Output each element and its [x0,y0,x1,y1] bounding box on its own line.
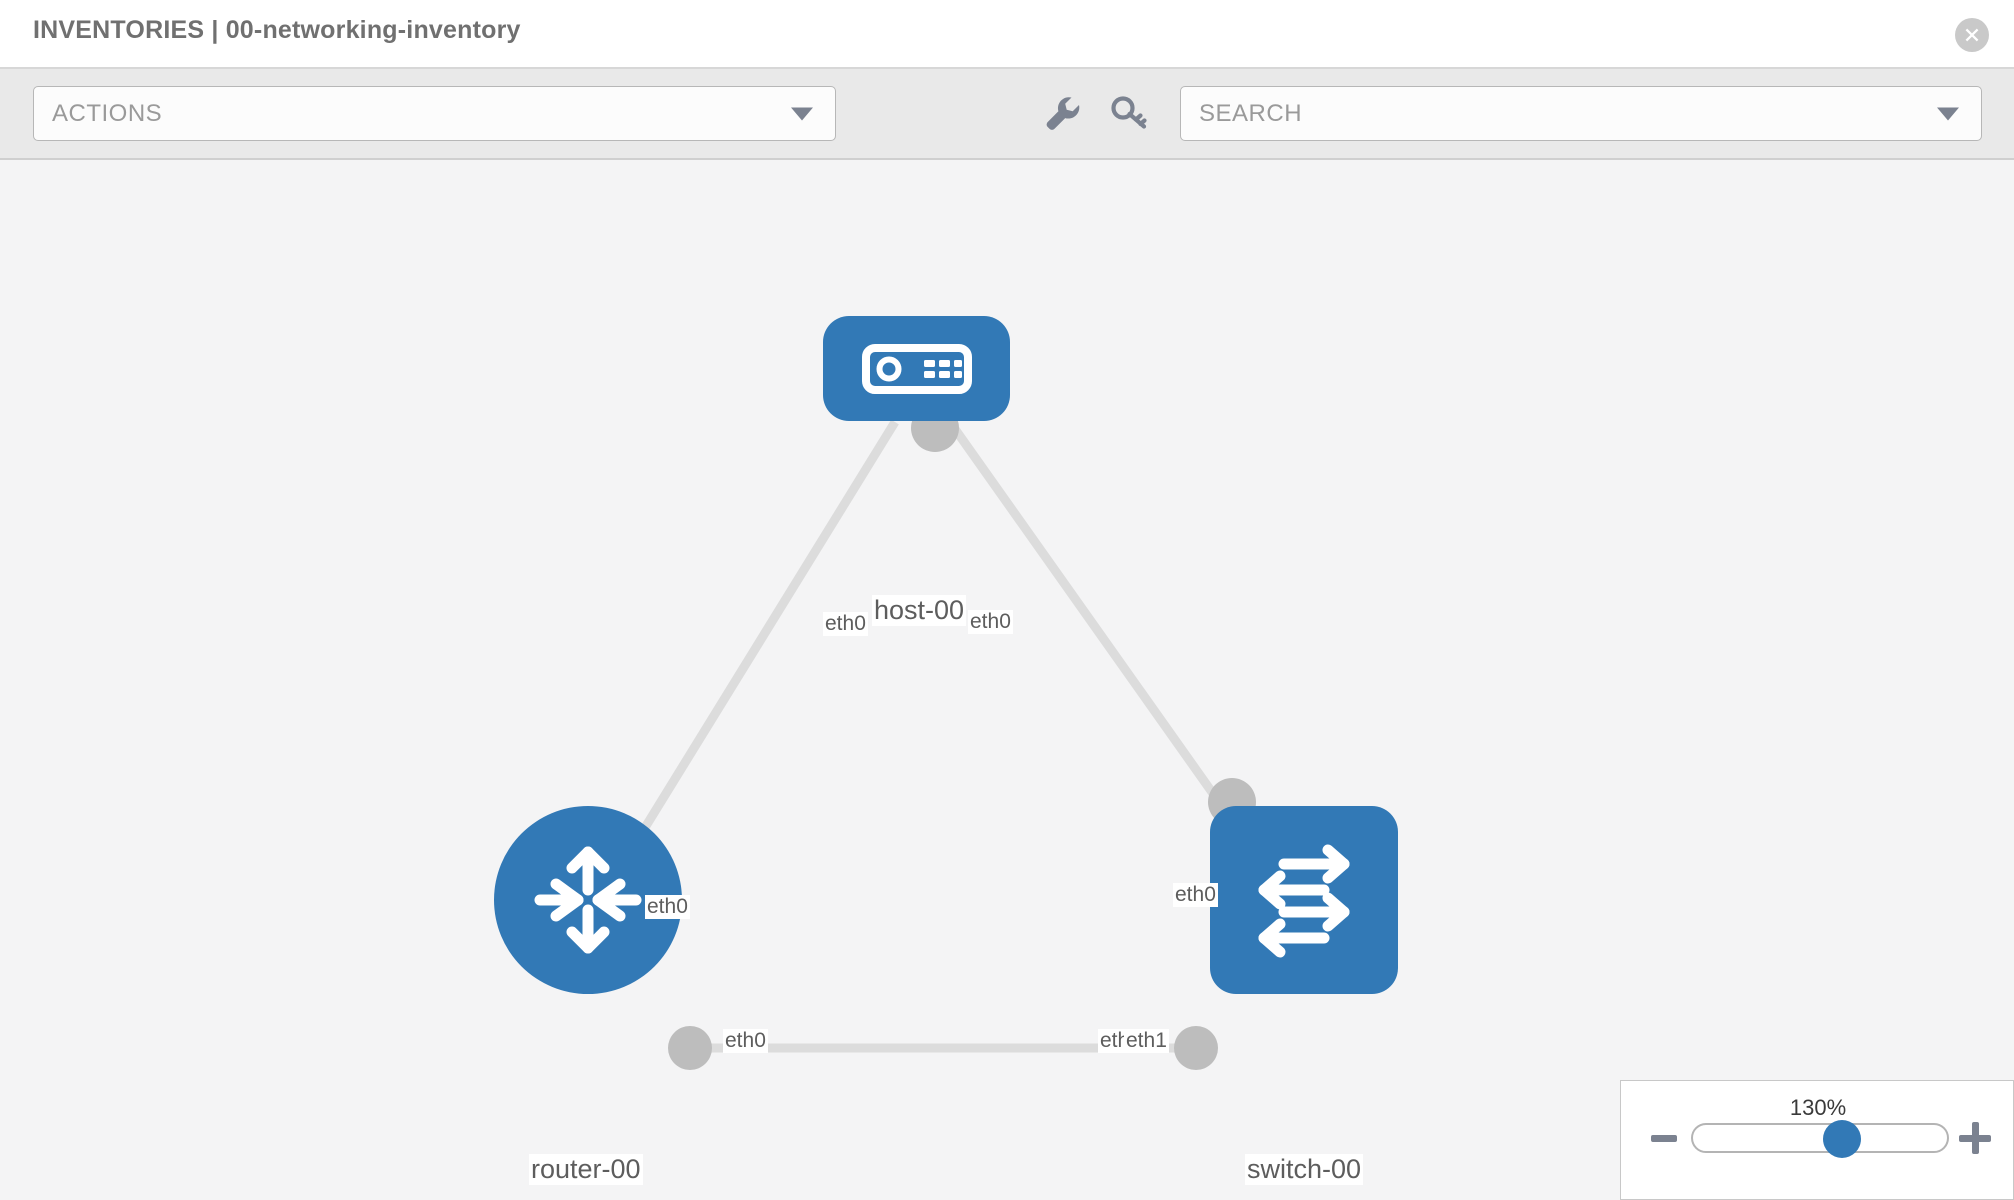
topology-node-router-00[interactable] [494,806,682,994]
chevron-down-icon[interactable] [1937,107,1959,120]
close-icon[interactable] [1955,18,1989,52]
connector-dot [1174,1026,1218,1070]
topology-links [621,404,1264,1070]
actions-dropdown[interactable]: ACTIONS [33,86,836,141]
connector-dot [668,1026,712,1070]
page-title: INVENTORIES | 00-networking-inventory [33,16,521,44]
zoom-control-panel: 130% [1620,1080,2014,1200]
wrench-icon[interactable] [1039,91,1083,135]
zoom-level-value: 130% [1789,1095,1847,1120]
link-host-router [621,419,899,863]
zoom-slider-thumb[interactable] [1823,1120,1861,1158]
four-arrows-inward-icon [534,846,642,954]
topology-node-host-00[interactable] [823,316,1010,421]
key-icon[interactable] [1107,91,1151,135]
search-input[interactable]: SEARCH [1180,86,1982,141]
toolbar: ACTIONS SEARCH [0,69,2014,160]
topology-canvas[interactable]: host-00 router-00 switch-00 eth0 eth0 et… [0,160,2014,1200]
search-placeholder: SEARCH [1199,100,1303,127]
bidirectional-arrows-icon [1258,844,1350,958]
server-device-icon [861,343,972,394]
plus-icon[interactable] [1959,1122,1991,1154]
chevron-down-icon [791,107,813,120]
actions-dropdown-label: ACTIONS [52,100,163,127]
zoom-slider[interactable] [1691,1120,1949,1158]
minus-icon[interactable] [1651,1135,1677,1142]
page-header: INVENTORIES | 00-networking-inventory [0,0,2014,69]
link-host-switch [946,419,1264,863]
topology-node-switch-00[interactable] [1210,806,1398,994]
